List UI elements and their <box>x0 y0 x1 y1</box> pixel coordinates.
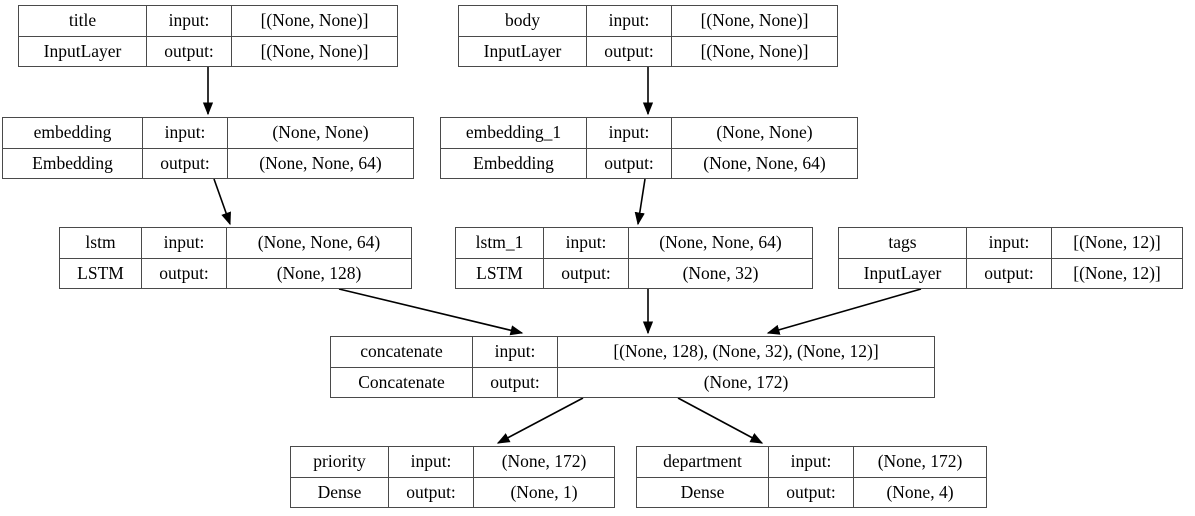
layer-name: tags <box>839 228 967 258</box>
layer-name: title <box>19 6 147 36</box>
input-label: input: <box>143 118 228 148</box>
edge-tags-concatenate <box>766 288 922 335</box>
input-label: input: <box>769 447 854 477</box>
output-label: output: <box>147 36 232 66</box>
input-shape: (None, None, 64) <box>257 232 381 252</box>
output-shape: (None, 32) <box>682 262 759 283</box>
output-label: output: <box>587 148 672 178</box>
layer-name: priority <box>291 447 389 477</box>
layer-name: lstm_1 <box>456 228 544 258</box>
layer-class: Concatenate <box>331 367 473 397</box>
output-label: output: <box>142 258 227 288</box>
layer-name: concatenate <box>331 337 473 367</box>
input-shape: [(None, None)] <box>260 10 369 30</box>
input-shape: (None, None) <box>716 122 813 142</box>
output-label: output: <box>389 477 474 507</box>
layer-class: InputLayer <box>459 36 587 66</box>
output-shape: (None, 172) <box>703 371 789 392</box>
output-shape: [(None, None)] <box>260 40 369 61</box>
input-shape: [(None, None)] <box>700 10 809 30</box>
layer-class: LSTM <box>456 258 544 288</box>
input-shape: (None, 172) <box>501 451 587 471</box>
output-shape: (None, None, 64) <box>259 152 382 173</box>
output-label: output: <box>769 477 854 507</box>
layer-class: InputLayer <box>839 258 967 288</box>
input-label: input: <box>967 228 1052 258</box>
input-label: input: <box>147 6 232 36</box>
input-label: input: <box>587 6 672 36</box>
input-label: input: <box>544 228 629 258</box>
input-label: input: <box>142 228 227 258</box>
output-label: output: <box>967 258 1052 288</box>
output-label: output: <box>587 36 672 66</box>
layer-name: body <box>459 6 587 36</box>
edge-embedding-lstm <box>213 178 231 226</box>
output-shape: (None, 1) <box>510 481 578 502</box>
output-shape: (None, 128) <box>276 262 362 283</box>
layer-class: Dense <box>291 477 389 507</box>
layer-class: InputLayer <box>19 36 147 66</box>
edge-lstm-concatenate <box>338 288 524 336</box>
output-shape: (None, None, 64) <box>703 152 826 173</box>
layer-name: embedding_1 <box>441 118 587 148</box>
layer-name: embedding <box>3 118 143 148</box>
layer-class: Embedding <box>3 148 143 178</box>
edge-concatenate-priority <box>496 397 584 444</box>
edge-embedding_1-lstm_1 <box>634 178 646 226</box>
input-shape: [(None, 128), (None, 32), (None, 12)] <box>613 341 879 361</box>
layer-class: Dense <box>637 477 769 507</box>
layer-name: department <box>637 447 769 477</box>
input-shape: (None, None) <box>272 122 369 142</box>
output-label: output: <box>473 367 558 397</box>
output-shape: (None, 4) <box>886 481 954 502</box>
output-label: output: <box>143 148 228 178</box>
output-shape: [(None, 12)] <box>1073 262 1161 283</box>
layer-class: Embedding <box>441 148 587 178</box>
input-label: input: <box>587 118 672 148</box>
layer-class: LSTM <box>60 258 142 288</box>
output-label: output: <box>544 258 629 288</box>
input-shape: [(None, 12)] <box>1073 232 1161 252</box>
output-shape: [(None, None)] <box>700 40 809 61</box>
input-label: input: <box>473 337 558 367</box>
edge-concatenate-department <box>677 397 764 444</box>
input-label: input: <box>389 447 474 477</box>
input-shape: (None, None, 64) <box>659 232 782 252</box>
input-shape: (None, 172) <box>877 451 963 471</box>
layer-name: lstm <box>60 228 142 258</box>
